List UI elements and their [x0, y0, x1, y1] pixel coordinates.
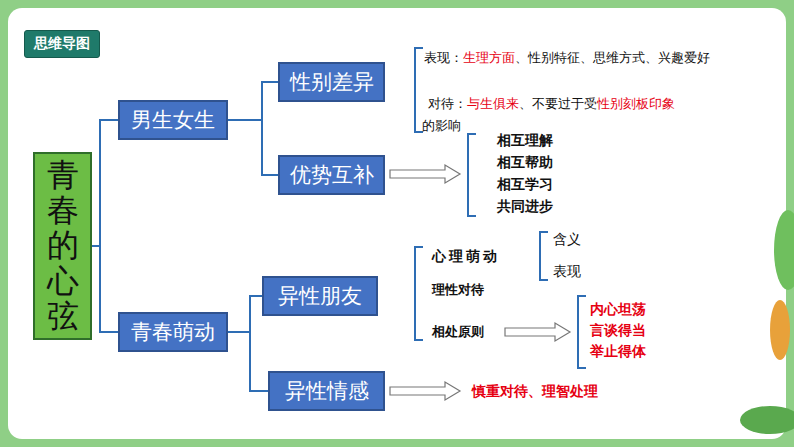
bracket	[415, 48, 423, 132]
note-text: 相互理解	[497, 131, 553, 149]
bracket-connector	[92, 246, 118, 332]
leaf	[770, 300, 790, 360]
root-box: 青春的心弦	[33, 152, 92, 340]
leaf	[740, 406, 794, 434]
note-text: 相互帮助	[497, 153, 553, 171]
bracket	[540, 232, 548, 280]
bracket-connector	[228, 82, 278, 120]
note-text: 的影响	[422, 118, 461, 133]
bracket	[415, 247, 423, 340]
node-text: 青春的心弦	[47, 158, 79, 334]
leaf	[774, 210, 794, 290]
text-line: 表现：生理方面、性别特征、思维方式、兴趣爱好	[424, 49, 710, 67]
note-text: 表现	[553, 262, 581, 280]
note-text: 生理方面	[463, 50, 515, 65]
note-text: 相互学习	[497, 175, 553, 193]
note-text: 表现：	[424, 50, 463, 65]
note-text: 相处原则	[432, 323, 484, 341]
note-text: 与生俱来	[467, 96, 519, 111]
bracket-connector	[92, 120, 118, 246]
note-text: 含义	[553, 230, 581, 248]
text-line: 对待：与生俱来、不要过于受性别刻板印象	[428, 95, 675, 113]
node-text: 男生女生	[131, 106, 215, 134]
topic-box: 异性情感	[268, 371, 385, 411]
node-text: 优势互补	[290, 161, 374, 189]
bracket	[578, 296, 586, 368]
hollow-arrow	[390, 382, 460, 400]
bracket	[468, 134, 476, 216]
note-text: 性别刻板印象	[597, 96, 675, 111]
topic-box: 优势互补	[278, 155, 385, 195]
topic-box: 性别差异	[278, 62, 385, 102]
note-text: 举止得体	[590, 342, 646, 360]
title-tab: 思维导图	[24, 30, 100, 58]
note-text: 言谈得当	[590, 321, 646, 339]
note-text: 内心坦荡	[590, 300, 646, 318]
note-text: 对待：	[428, 96, 467, 111]
text-line: 的影响	[422, 117, 461, 135]
node-text: 性别差异	[290, 68, 374, 96]
note-text: 心理萌动	[432, 247, 500, 265]
topic-box: 男生女生	[118, 100, 228, 140]
note-text: 、不要过于受	[519, 96, 597, 111]
note-text: 共同进步	[497, 197, 553, 215]
hollow-arrow	[505, 323, 570, 341]
slide-card	[8, 8, 786, 439]
bracket-connector	[228, 296, 262, 332]
topic-box: 青春萌动	[118, 312, 228, 352]
hollow-arrow	[390, 165, 460, 183]
bracket-connector	[228, 120, 278, 175]
node-text: 异性朋友	[278, 282, 362, 310]
bracket-connector	[228, 332, 268, 391]
note-text: 、性别特征、思维方式、兴趣爱好	[515, 50, 710, 65]
node-text: 异性情感	[285, 377, 369, 405]
note-text: 慎重对待、理智处理	[472, 382, 598, 400]
node-text: 青春萌动	[131, 318, 215, 346]
topic-box: 异性朋友	[262, 276, 378, 316]
note-text: 理性对待	[432, 281, 484, 299]
